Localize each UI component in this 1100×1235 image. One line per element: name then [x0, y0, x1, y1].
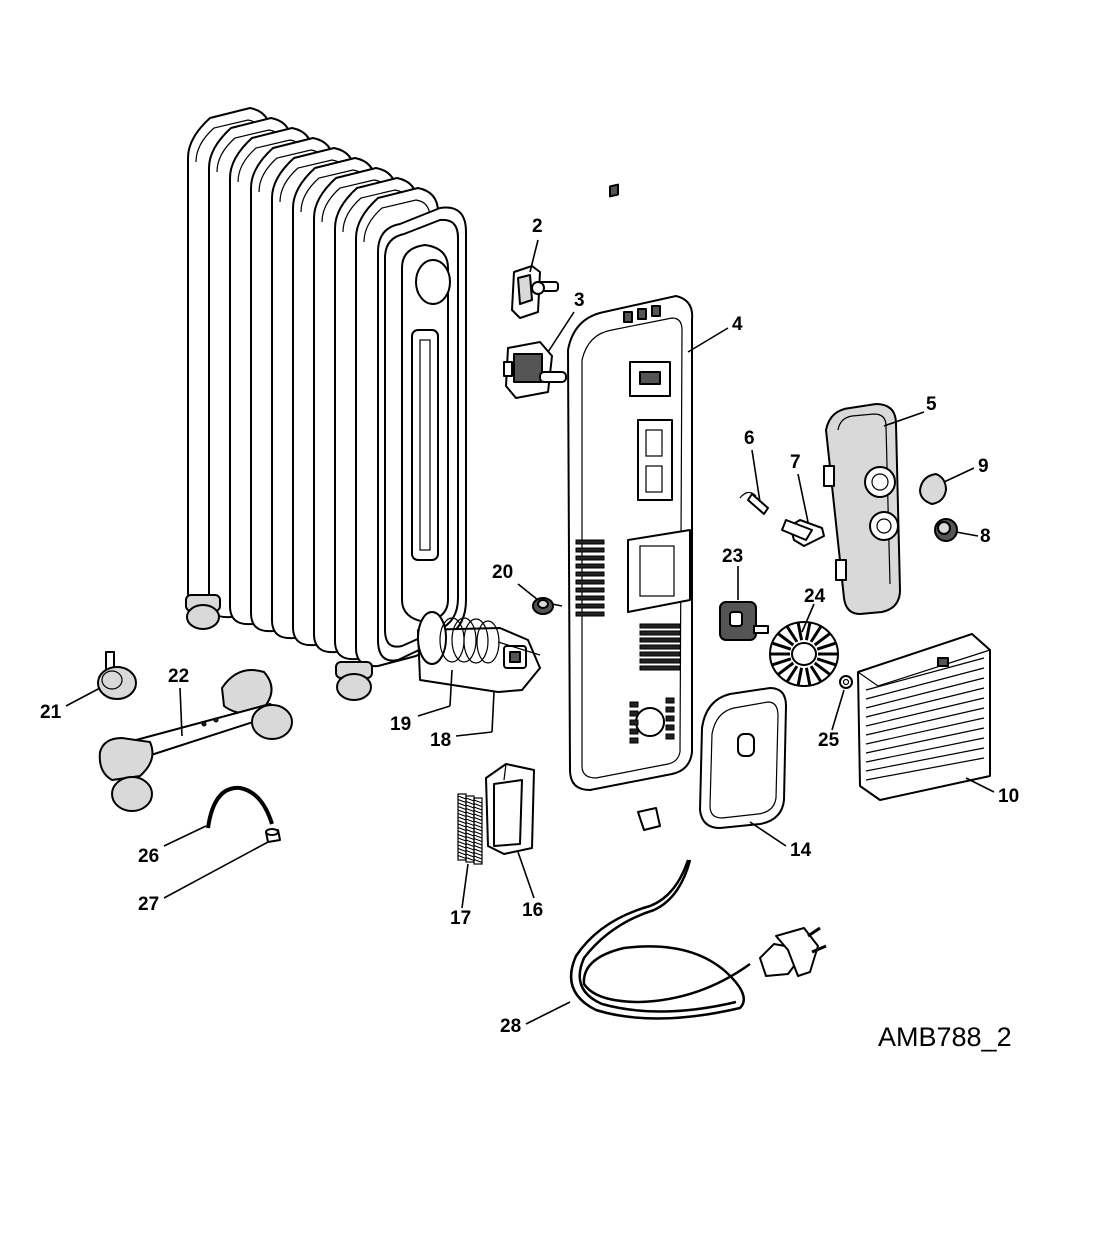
callout-23: 23	[722, 546, 743, 567]
radiator-wheel-right	[335, 661, 373, 701]
drawing-code: AMB788_2	[878, 1022, 1012, 1052]
callout-19: 19	[390, 714, 411, 735]
part-7-link	[781, 519, 825, 547]
callout-26: 26	[138, 846, 159, 867]
part-16-bracket	[485, 763, 535, 855]
callout-labels: 2 3 4 5 6 7 9 8 20 23 24 22 21 19 18 25 …	[40, 216, 1019, 1037]
callout-21: 21	[40, 702, 62, 723]
part-17-springs	[457, 793, 483, 865]
callout-8: 8	[980, 526, 991, 547]
part-5-control-cover	[823, 403, 901, 615]
callout-24: 24	[804, 586, 826, 607]
part-26-wire	[206, 785, 274, 829]
callout-17: 17	[450, 908, 471, 929]
part-23-fan-motor	[719, 601, 769, 641]
radiator-wheel-left	[185, 594, 221, 630]
callout-27: 27	[138, 894, 159, 915]
part-22-foot-bar	[98, 669, 293, 812]
part-27-nut	[265, 828, 281, 843]
callout-9: 9	[978, 456, 989, 477]
callout-10: 10	[998, 786, 1019, 807]
callout-22: 22	[168, 666, 189, 687]
callout-7: 7	[790, 452, 801, 473]
part-10-fan-grille	[857, 633, 991, 801]
callout-14: 14	[790, 840, 812, 861]
clip-part	[637, 807, 661, 831]
part-20-clip	[532, 597, 563, 615]
callout-16: 16	[522, 900, 543, 921]
radiator-body	[185, 107, 467, 701]
callout-3: 3	[574, 290, 585, 311]
part-9-knob	[919, 473, 947, 505]
callout-6: 6	[744, 428, 755, 449]
part-6-rod	[739, 491, 769, 515]
part-14-cover-plate	[699, 687, 787, 829]
part-25-nut	[839, 675, 853, 689]
part-3-switch	[503, 341, 567, 399]
callout-28: 28	[500, 1016, 521, 1037]
leader-lines	[65, 239, 995, 1025]
callout-5: 5	[926, 394, 937, 415]
callout-4: 4	[732, 314, 743, 335]
callout-25: 25	[818, 730, 840, 751]
callout-20: 20	[492, 562, 513, 583]
part-4-side-panel	[567, 183, 694, 791]
part-24-fan-wheel	[769, 621, 839, 687]
callout-18: 18	[430, 730, 451, 751]
part-21-castor-wheel	[97, 651, 137, 700]
part-2-thermostat-bracket	[511, 265, 559, 319]
part-8-knob	[934, 518, 958, 542]
heating-element	[417, 611, 541, 693]
callout-2: 2	[532, 216, 543, 237]
part-28-power-cord	[569, 859, 827, 1020]
